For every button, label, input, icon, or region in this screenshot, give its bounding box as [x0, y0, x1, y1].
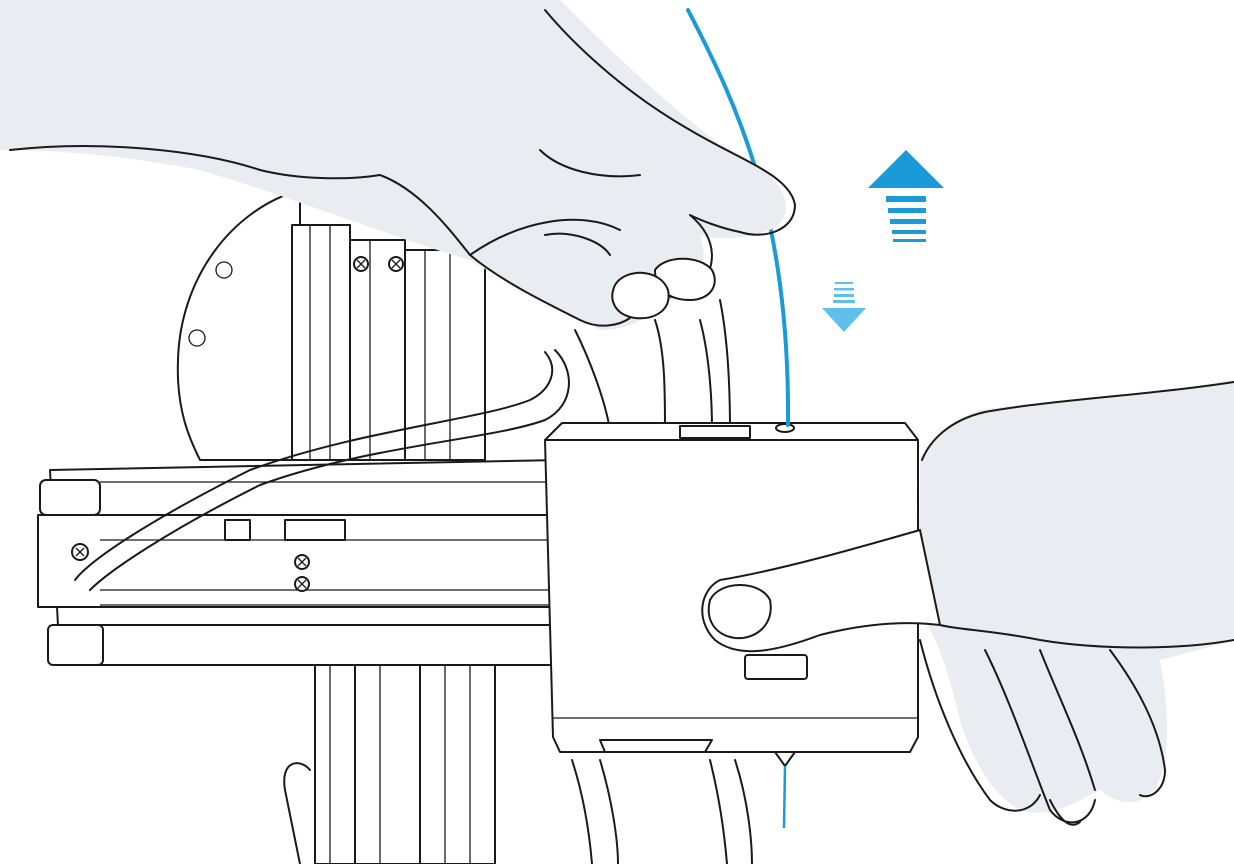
fan-bracket — [600, 740, 712, 752]
vertical-frame-lower — [315, 660, 495, 864]
horizontal-beam — [38, 460, 560, 665]
up-arrow-icon — [868, 150, 944, 242]
front-slot — [745, 655, 807, 679]
filament-extruded — [784, 766, 785, 828]
nozzle — [775, 752, 795, 766]
down-arrow-icon — [822, 282, 866, 332]
rear-disc — [178, 190, 300, 460]
filament-inlet — [776, 424, 794, 432]
connector — [680, 426, 750, 438]
vertical-frame-upper — [292, 225, 485, 460]
